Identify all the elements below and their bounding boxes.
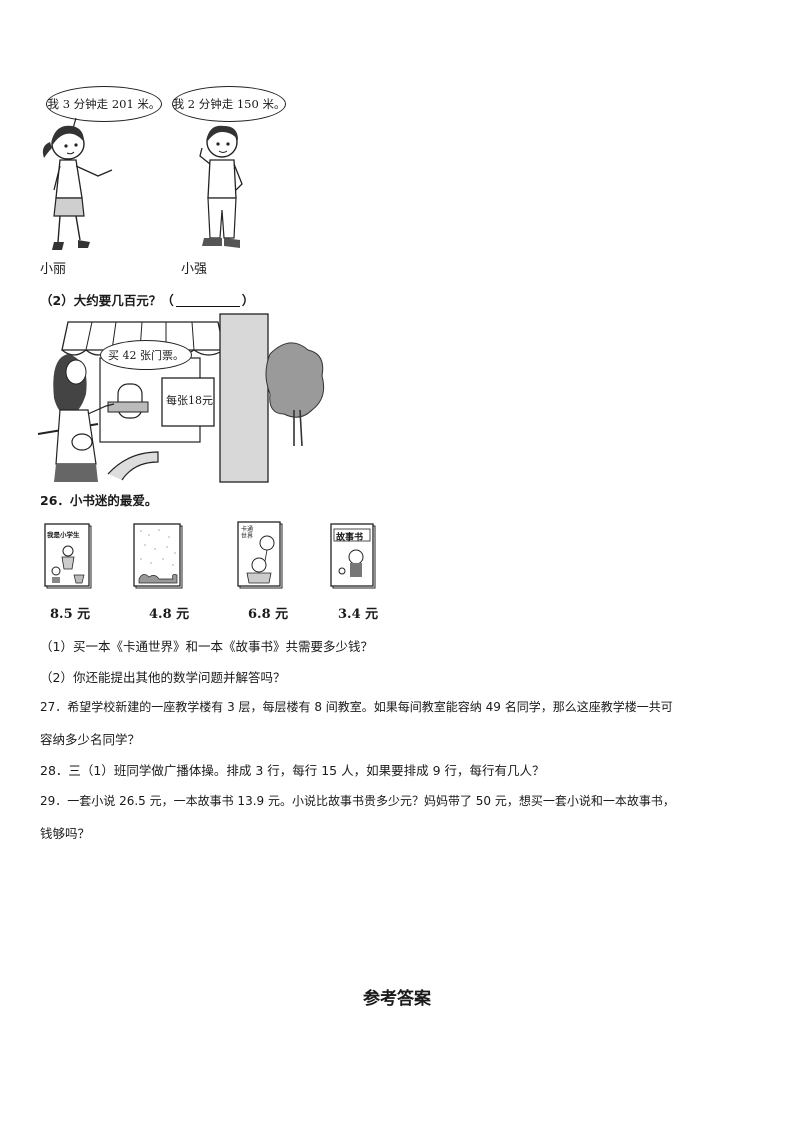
book-4-price: 3.4 元 (338, 607, 379, 622)
question-29-line1: 29．一套小说 26.5 元，一本故事书 13.9 元。小说比故事书贵多少元？妈… (40, 794, 675, 808)
question-25-2-prefix: （2）大约要几百元？（ (40, 293, 174, 308)
answer-blank (175, 294, 240, 307)
book-3-price: 6.8 元 (248, 607, 289, 622)
ticket-speech-text: 买 42 张门票。 (108, 349, 184, 362)
question-25-2: （2）大约要几百元？（ ） (40, 290, 254, 309)
answers-title: 参考答案 (363, 989, 431, 1009)
book-4-cover (330, 523, 376, 589)
ticket-booth-illustration (37, 313, 325, 483)
question-26-sub2: （2）你还能提出其他的数学问题并解答吗？ (40, 670, 286, 685)
girl-name-label: 小丽 (40, 262, 67, 277)
boy-illustration (199, 125, 243, 248)
book-1-cover-text: 我是小学生 (47, 531, 80, 539)
question-26-sub1: （1）买一本《卡通世界》和一本《故事书》共需要多少钱？ (40, 639, 373, 654)
question-28: 28．三（1）班同学做广播体操。排成 3 行，每行 15 人，如果要排成 9 行… (40, 763, 545, 778)
book-1-price: 8.5 元 (50, 607, 91, 622)
question-27-line1: 27．希望学校新建的一座教学楼有 3 层，每层楼有 8 间教室。如果每间教室能容… (40, 700, 673, 714)
boy-speech-bubble: 我 2 分钟走 150 米。 (172, 86, 286, 122)
girl-illustration (42, 117, 113, 250)
girl-speech-bubble: 我 3 分钟走 201 米。 (46, 86, 162, 122)
question-25-2-suffix: ） (241, 293, 255, 308)
book-3-cover-text: 卡通世界 (241, 526, 254, 540)
ticket-price-sign: 每张18元 (166, 394, 213, 407)
book-3-cover (237, 521, 283, 589)
book-2-price: 4.8 元 (149, 607, 190, 622)
question-29-line2: 钱够吗？ (40, 826, 91, 841)
ticket-speech-bubble: 买 42 张门票。 (100, 340, 192, 370)
book-4-cover-text: 故事书 (336, 533, 364, 543)
girl-speech-text: 我 3 分钟走 201 米。 (47, 97, 161, 111)
question-26-title: 26．小书迷的最爱。 (40, 493, 158, 508)
book-1-cover (44, 523, 92, 589)
book-2-cover (133, 523, 183, 589)
boy-speech-text: 我 2 分钟走 150 米。 (172, 97, 286, 111)
boy-name-label: 小强 (181, 262, 208, 277)
question-27-line2: 容纳多少名同学？ (40, 732, 141, 747)
